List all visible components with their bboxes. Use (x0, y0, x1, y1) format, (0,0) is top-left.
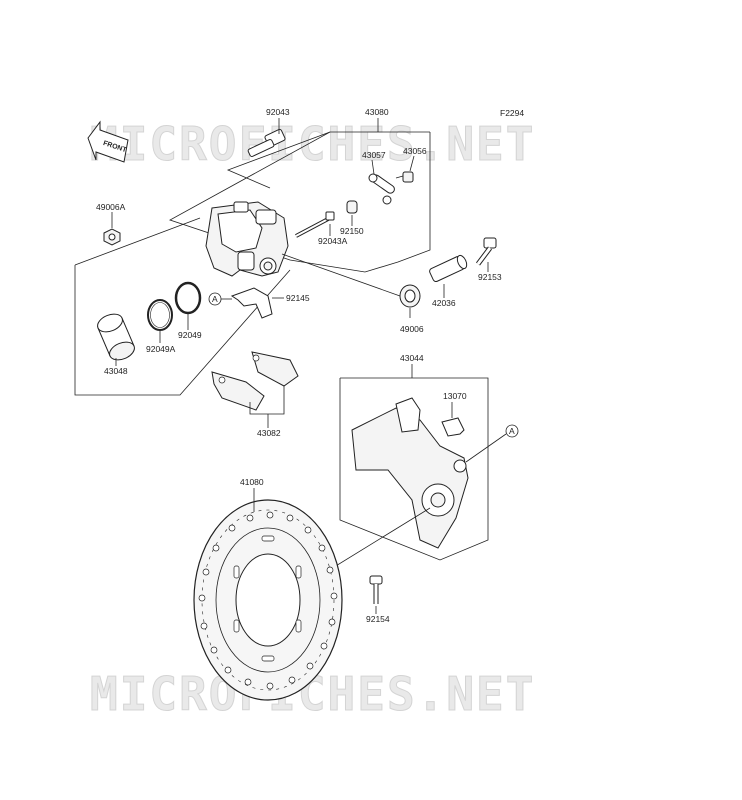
pad-spring-92145 (230, 287, 273, 319)
bolt-92043 (247, 128, 286, 157)
caliper-box-line-2 (226, 131, 331, 189)
label-92043A: 92043A (318, 236, 348, 246)
leader-43057 (371, 159, 375, 175)
caliper-box-line-4 (74, 265, 291, 396)
bracket-outline (339, 377, 489, 561)
bolt-92153 (476, 237, 497, 266)
link-43057 (368, 173, 395, 205)
label-43048: 43048 (104, 366, 128, 376)
label-43082: 43082 (257, 428, 281, 438)
label-92049: 92049 (178, 330, 202, 340)
seal-92049A (147, 299, 173, 331)
callout-a-caliper: A (208, 292, 232, 306)
front-arrow: FRONT (87, 120, 129, 163)
label-42036: 42036 (432, 298, 456, 308)
callout-a-bracket: A (465, 424, 519, 463)
brake-pads-43082 (211, 351, 299, 411)
pin-92043A (295, 211, 335, 238)
label-92153: 92153 (478, 272, 502, 282)
retainer-13070 (441, 417, 465, 437)
brake-disc-41080 (193, 499, 343, 701)
label-92154: 92154 (366, 614, 390, 624)
bleeder-43056 (395, 171, 414, 183)
label-92049A: 92049A (146, 344, 176, 354)
label-43044: 43044 (400, 353, 424, 363)
figure-code: F2294 (500, 108, 524, 118)
label-43080: 43080 (365, 107, 389, 117)
bolt-92154 (369, 575, 383, 604)
leader-43082 (249, 386, 285, 415)
caliper-body (205, 201, 289, 277)
collar-49006 (399, 284, 421, 308)
callout-a-caliper-letter: A (212, 294, 218, 304)
label-41080: 41080 (240, 477, 264, 487)
label-43057: 43057 (362, 150, 386, 160)
caliper-assembly-outline (169, 131, 431, 273)
axis-line-49006 (281, 253, 401, 297)
label-43056: 43056 (403, 146, 427, 156)
sleeve-42036 (429, 254, 468, 283)
label-92145: 92145 (286, 293, 310, 303)
callout-a-bracket-letter: A (509, 426, 515, 436)
cap-92150 (346, 200, 358, 214)
label-49006: 49006 (400, 324, 424, 334)
label-92150: 92150 (340, 226, 364, 236)
label-92043: 92043 (266, 107, 290, 117)
caliper-box-line-3 (74, 217, 201, 266)
watermark-top: MICROFICHES.NET (90, 117, 535, 171)
seal-92049 (174, 281, 202, 315)
label-49006A: 49006A (96, 202, 126, 212)
leader-43056 (409, 155, 415, 172)
label-13070: 13070 (443, 391, 467, 401)
nut-49006A (103, 228, 121, 246)
piston-43048 (97, 313, 135, 361)
